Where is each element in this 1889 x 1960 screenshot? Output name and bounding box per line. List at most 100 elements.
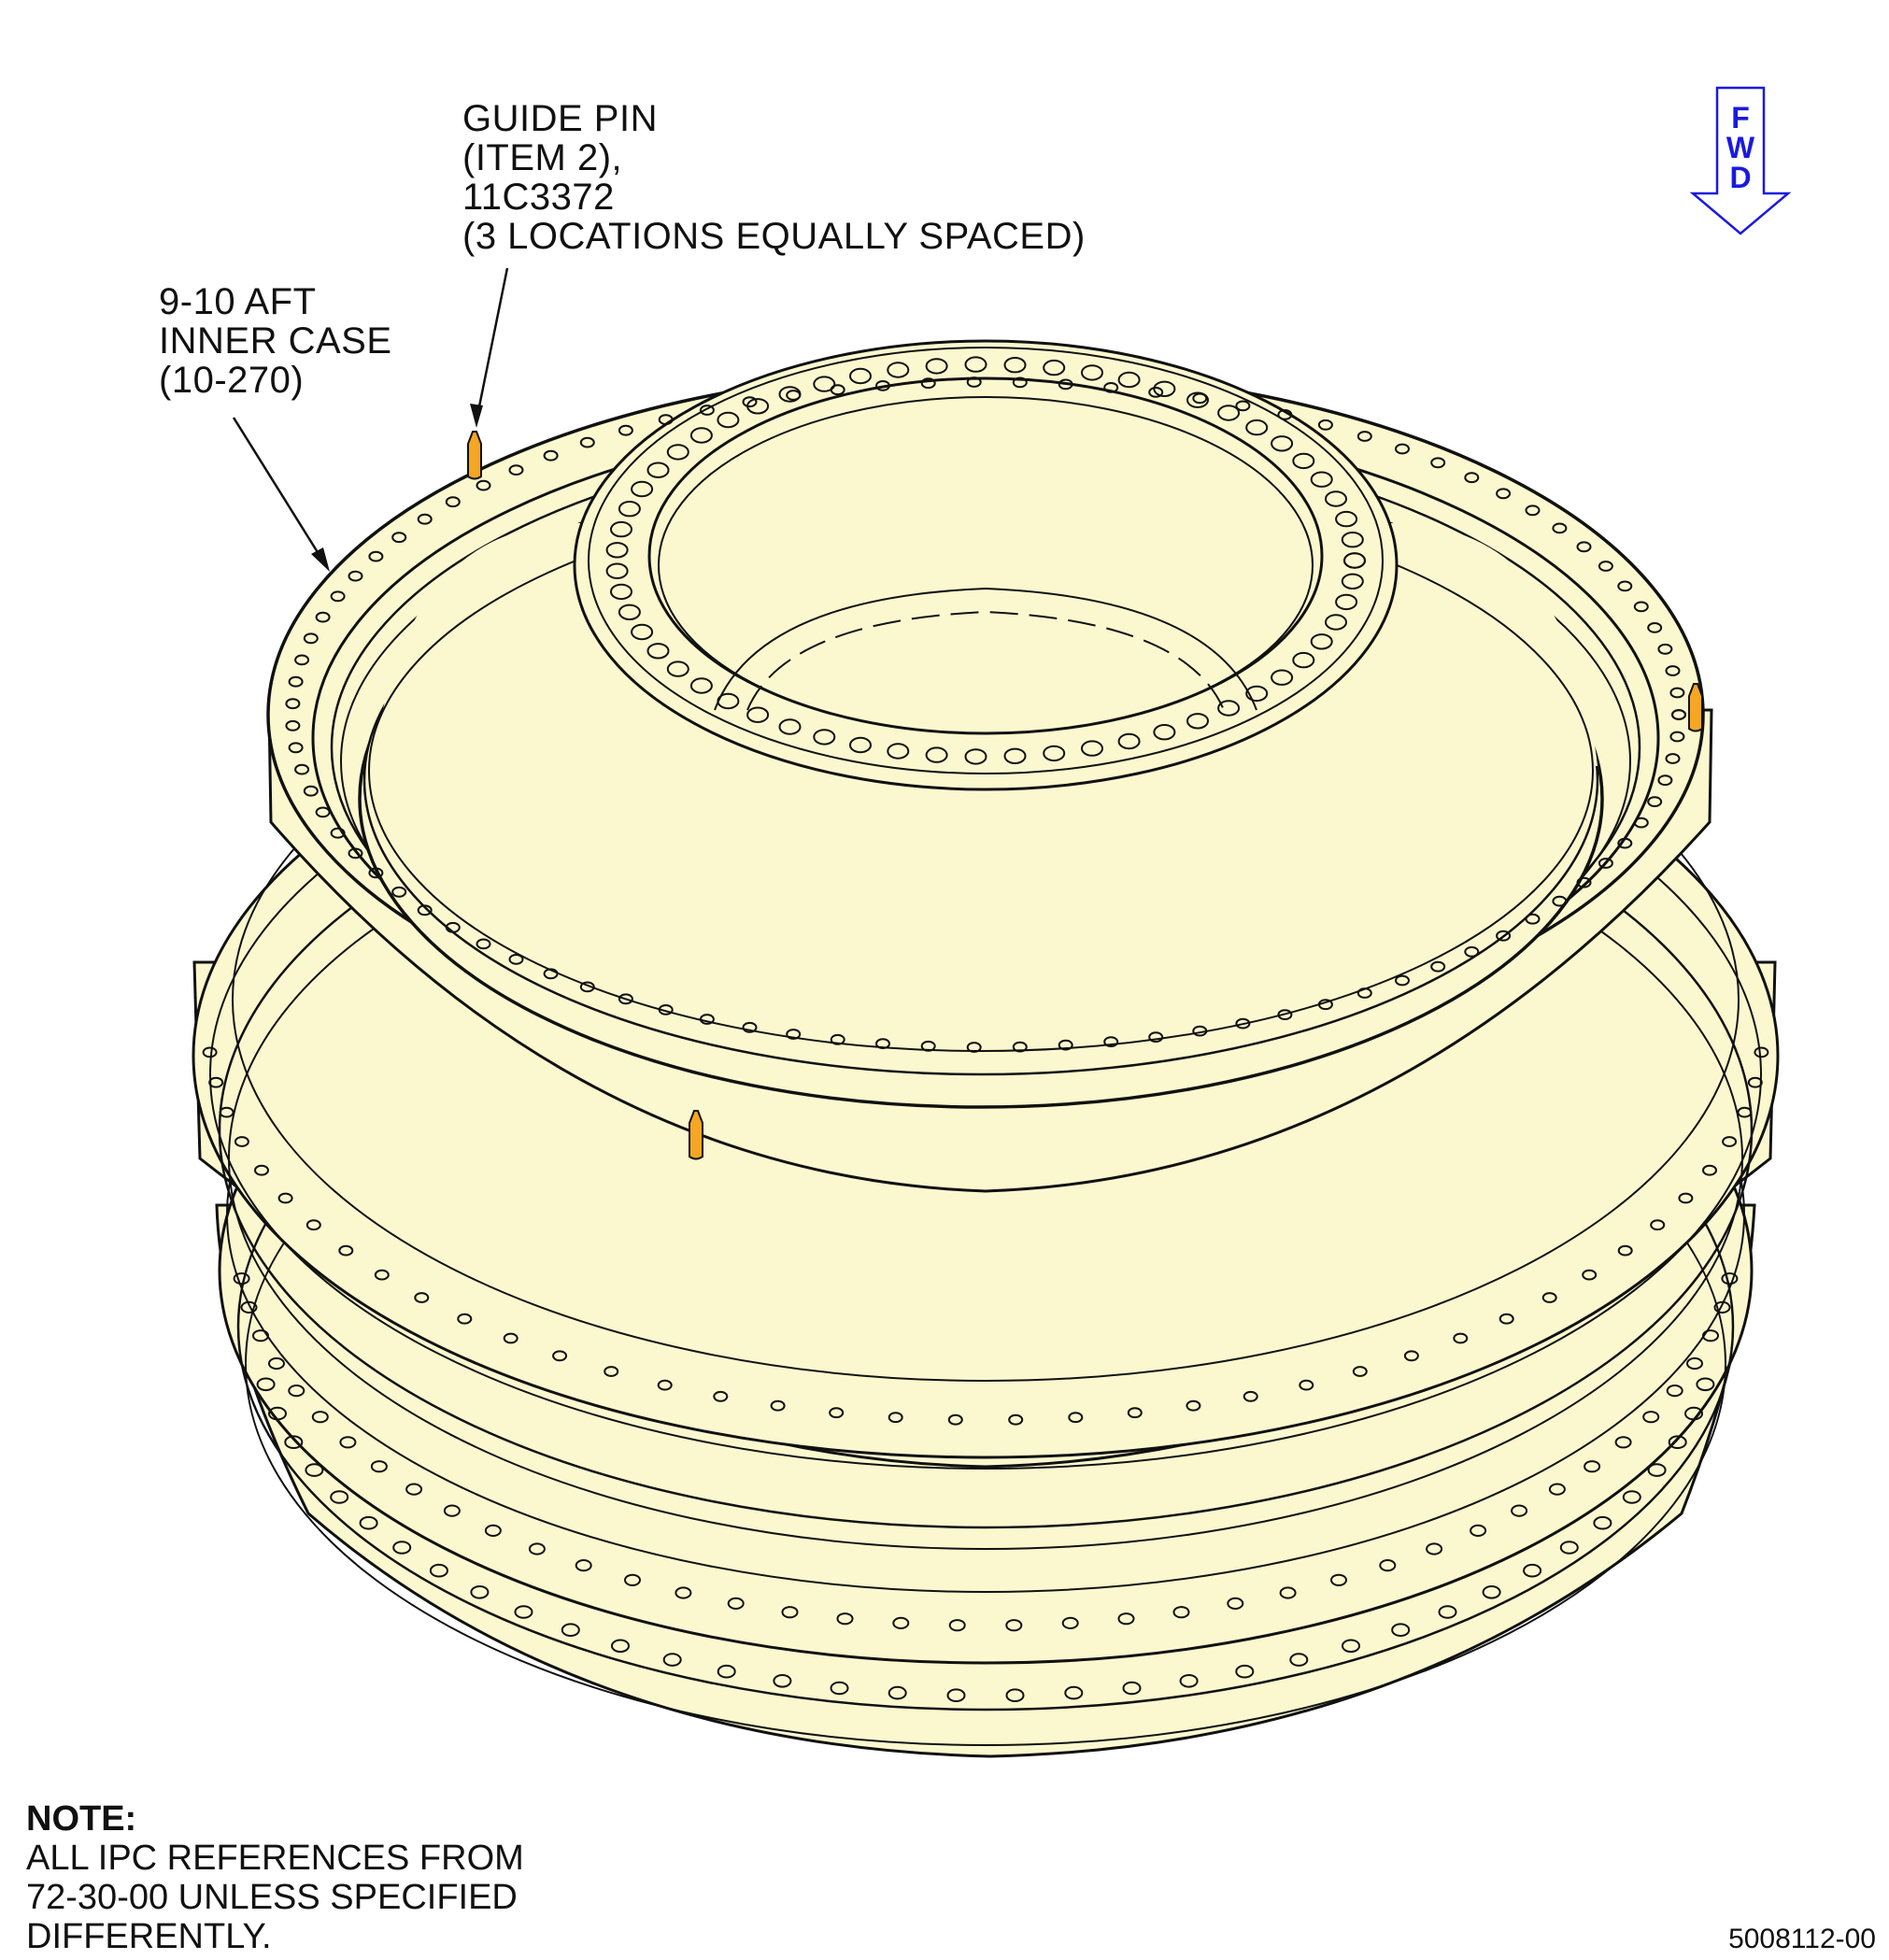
- stage-bolt-hole: [1186, 1399, 1201, 1412]
- flange-bolt-hole: [1576, 541, 1592, 553]
- hub-bolt-hole: [1003, 357, 1027, 374]
- stage-bolt-hole: [1064, 1685, 1084, 1700]
- stage-bolt-hole: [233, 1272, 250, 1285]
- flange-bolt-hole: [830, 384, 845, 396]
- flange-bolt-hole: [1356, 987, 1372, 999]
- flange-bolt-hole: [1552, 895, 1568, 907]
- flange-bolt-hole: [1633, 817, 1649, 829]
- down-arrow-icon: [1689, 86, 1792, 235]
- stage-bolt-hole: [1702, 1329, 1719, 1342]
- hub-bolt-hole: [689, 427, 713, 444]
- stage-bolt-hole: [1559, 1541, 1579, 1555]
- stage-bolt-hole: [1068, 1412, 1084, 1424]
- stage-bolt-hole: [1061, 1616, 1079, 1630]
- stage-bolt-hole: [1342, 1639, 1360, 1654]
- stage-bolt-hole: [888, 1412, 903, 1424]
- hub-bolt-hole: [1245, 419, 1269, 436]
- stage-bolt-hole: [1721, 1272, 1739, 1285]
- flange-bolt-hole: [1598, 561, 1613, 572]
- hub-bolt-hole: [813, 729, 836, 746]
- flange-bolt-hole: [1669, 731, 1685, 743]
- hub-bolt-hole: [1325, 490, 1347, 507]
- flange-bolt-hole: [1464, 945, 1480, 958]
- stage-bolt-hole: [1647, 1463, 1667, 1477]
- case-leader: [232, 417, 330, 572]
- hub-bolt-hole: [1245, 685, 1269, 703]
- stage-bolt-hole: [946, 1688, 966, 1702]
- guide-pin-callout-line: GUIDE PIN: [462, 98, 658, 139]
- hub-bolt-hole: [1186, 391, 1209, 408]
- note-line: 72-30-00 UNLESS SPECIFIED: [26, 1878, 518, 1917]
- flange-bolt-hole: [391, 886, 407, 898]
- fwd-letter: W: [1726, 131, 1755, 164]
- case-callout-line: INNER CASE: [159, 320, 392, 362]
- stage-bolt-hole: [624, 1573, 641, 1586]
- stage-bolt-hole: [1541, 1292, 1557, 1303]
- flange-bolt-hole: [1525, 913, 1541, 925]
- figure-number: 5008112-00: [1728, 1924, 1876, 1954]
- stage-bolt-hole: [254, 1164, 269, 1176]
- hub-bolt-hole: [849, 736, 872, 754]
- flange-bolt-hole: [1277, 409, 1293, 420]
- stage-bolt-hole: [405, 1483, 423, 1496]
- hub-bolt-hole: [1335, 510, 1358, 528]
- stage-bolt-hole: [1391, 1623, 1411, 1637]
- flange-bolt-hole: [1192, 1025, 1208, 1037]
- stage-bolt-hole: [305, 1219, 321, 1231]
- hub-bolt-hole: [631, 480, 654, 498]
- flange-bolt-hole: [786, 390, 802, 401]
- flange-bolt-hole: [1012, 1041, 1028, 1053]
- note-title: NOTE:: [26, 1799, 137, 1839]
- flange-bolt-hole: [294, 654, 310, 666]
- hub-bolt-hole: [646, 643, 670, 660]
- hub-bolt-hole: [605, 562, 629, 579]
- flange-bolt-hole: [618, 993, 633, 1005]
- hub-bolt-hole: [618, 604, 641, 620]
- flange-bolt-hole: [1657, 643, 1673, 655]
- hub-bolt-hole: [813, 376, 836, 392]
- hub-bolt-hole: [631, 623, 654, 641]
- stage-bolt-hole: [374, 1269, 390, 1281]
- stage-bolt-hole: [713, 1390, 729, 1402]
- stage-bolt-hole: [288, 1385, 305, 1398]
- stage-bolt-hole: [1289, 1653, 1309, 1667]
- stage-bolt-hole: [240, 1300, 258, 1314]
- hub-bolt-hole: [1153, 724, 1176, 741]
- stage-bolt-hole: [219, 1106, 234, 1118]
- flange-bolt-hole: [508, 464, 524, 476]
- stage-bolt-hole: [1243, 1390, 1258, 1402]
- guide-pin-leader: [470, 267, 509, 428]
- stage-bolt-hole: [1622, 1490, 1641, 1504]
- flange-bolt-hole: [285, 719, 301, 731]
- flange-bolt-hole: [1669, 687, 1685, 699]
- flange-bolt-hole: [1430, 457, 1446, 469]
- flange-bolt-hole: [618, 424, 633, 436]
- hub-bolt-hole: [1343, 552, 1366, 569]
- hub-bolt-hole: [849, 367, 872, 385]
- guide-pin: [467, 431, 482, 480]
- stage-bolt-hole: [1686, 1356, 1703, 1371]
- flange-bolt-hole: [699, 1014, 715, 1025]
- stage-bolt-hole: [657, 1379, 673, 1391]
- stage-bolt-hole: [1696, 1377, 1715, 1392]
- flange-bolt-hole: [303, 632, 319, 645]
- flange-bolt-hole: [1576, 876, 1592, 888]
- flange-bolt-hole: [330, 827, 346, 839]
- flange-bolt-hole: [1148, 387, 1164, 398]
- hub-bolt-hole: [1217, 405, 1241, 421]
- hub-bolt-hole: [925, 746, 948, 763]
- stage-bolt-hole: [675, 1586, 692, 1599]
- hub-bolt-hole: [964, 356, 987, 373]
- stage-bolt-hole: [1584, 1460, 1601, 1473]
- hub-bolt-holes: [605, 356, 1366, 765]
- stage-bolt-hole: [305, 1463, 324, 1477]
- hub-bolt-hole: [1117, 732, 1141, 750]
- flange-bolt-hole: [699, 405, 715, 416]
- stage-bolt-hole: [1617, 1244, 1633, 1257]
- stage-bolt-hole: [1498, 1313, 1514, 1325]
- hub-bolt-hole: [746, 706, 770, 723]
- stage-bolt-hole: [202, 1046, 218, 1058]
- stage-bolt-hole: [1614, 1436, 1632, 1449]
- stage-bolt-hole: [514, 1605, 533, 1619]
- flange-bolt-hole: [920, 1040, 936, 1052]
